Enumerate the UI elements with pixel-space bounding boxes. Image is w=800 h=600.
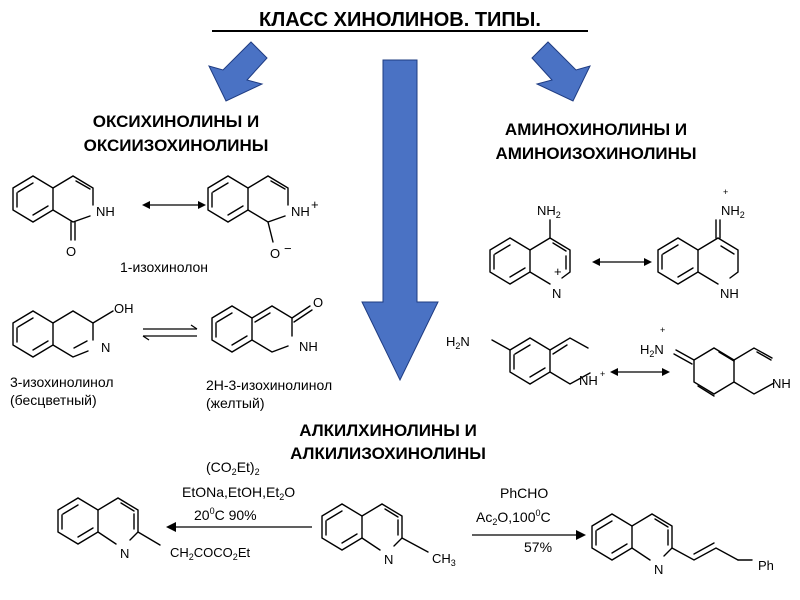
substituent-methyl: CH3	[432, 551, 456, 568]
charge-plus-5: +	[660, 325, 665, 335]
atom-n-quinoline-1: N	[120, 546, 129, 561]
heading-oxy-1: ОКСИХИНОЛИНЫ И	[93, 112, 260, 131]
atom-nh-2: NH	[299, 339, 318, 354]
arrow-left-icon	[208, 41, 268, 102]
heading-alkyl-2: АЛКИЛИЗОХИНОЛИНЫ	[290, 444, 486, 463]
atom-oh: OH	[114, 301, 134, 316]
charge-minus: −	[284, 241, 292, 256]
conditions-left: (CO2Et)2 EtONa,EtOH,Et2O 200C 90%	[182, 459, 295, 523]
heading-amino-1: АМИНОХИНОЛИНЫ И	[505, 120, 687, 139]
structure-4-aminoquinoline: N + NH2	[489, 203, 571, 301]
resonance-arrow-3	[610, 368, 670, 376]
atom-nh: NH	[96, 204, 115, 219]
reaction-arrow-left	[166, 522, 312, 532]
charge-plus: +	[311, 197, 319, 212]
label-h-isoquinolinol-1: 2Н-3-изохинолинол	[206, 377, 332, 393]
atom-n-quinoline-2: N	[384, 552, 393, 567]
atom-h2n-plus: H2N	[640, 342, 664, 359]
atom-nh-4: NH	[772, 376, 791, 391]
atom-o: O	[66, 244, 76, 259]
label-h-isoquinolinol-2: (желтый)	[206, 395, 264, 411]
svg-text:PhCHO: PhCHO	[500, 485, 548, 501]
resonance-arrow-2	[592, 258, 652, 266]
resonance-arrow-1	[142, 201, 206, 209]
reaction-arrow-right	[472, 530, 586, 540]
heading-alkyl-1: АЛКИЛХИНОЛИНЫ И	[299, 421, 477, 440]
charge-plus-3: +	[723, 187, 728, 197]
atom-h2n: H2N	[446, 334, 470, 351]
structure-2-styrylquinoline: N Ph	[591, 513, 774, 577]
atom-nh-3: NH	[720, 286, 739, 301]
charge-plus-4: +	[600, 369, 605, 379]
charge-plus-2: +	[554, 264, 562, 279]
structure-6-aminoisoquinoline-resonance: H2N + NH	[640, 325, 791, 397]
substituent-phenyl: Ph	[758, 558, 774, 573]
atom-o-minus: O	[270, 246, 280, 261]
atom-n-h: N	[552, 286, 561, 301]
atom-nh-plus: NH	[291, 204, 310, 219]
atom-nh2: NH2	[537, 203, 561, 220]
svg-text:(CO2Et)2: (CO2Et)2	[206, 459, 260, 477]
label-isoquinolinol-2: (бесцветный)	[10, 392, 97, 408]
atom-n-quinoline-3: N	[654, 562, 663, 577]
label-isoquinolone: 1-изохинолон	[120, 259, 208, 275]
atom-nh2-plus: NH2	[721, 203, 745, 220]
structure-quinoline-ester: N CH2COCO2Et	[57, 497, 250, 562]
label-isoquinolinol-1: 3-изохинолинол	[10, 374, 114, 390]
structure-3-isoquinolinol: N OH	[12, 301, 134, 358]
atom-n: N	[101, 340, 110, 355]
equilibrium-arrow	[142, 324, 198, 341]
conditions-right: PhCHO Ac2O,1000C 57%	[476, 485, 552, 555]
atom-nh-plus-2: NH	[579, 373, 598, 388]
heading-amino-2: АМИНОИЗОХИНОЛИНЫ	[495, 144, 696, 163]
svg-text:200C 90%: 200C 90%	[194, 506, 257, 523]
slide-title: КЛАСС ХИНОЛИНОВ. ТИПЫ.	[259, 9, 541, 31]
svg-text:EtONa,EtOH,Et2O: EtONa,EtOH,Et2O	[182, 484, 295, 502]
arrow-down-icon	[361, 59, 439, 382]
arrow-right-icon	[531, 41, 591, 102]
svg-text:Ac2O,1000C: Ac2O,1000C	[476, 508, 551, 527]
structure-2h-3-isoquinolinol: NH O	[211, 295, 323, 354]
structure-4-aminoquinoline-resonance: NH NH2 +	[657, 187, 745, 301]
heading-oxy-2: ОКСИИЗОХИНОЛИНЫ	[84, 136, 269, 155]
structure-isoquinolone-lactam: NH O	[12, 175, 115, 259]
svg-text:57%: 57%	[524, 539, 552, 555]
structure-isoquinolone-zwitterion: NH + O −	[207, 175, 319, 261]
structure-6-aminoisoquinoline: H2N NH +	[446, 334, 605, 388]
atom-o-2: O	[313, 295, 323, 310]
structure-2-methylquinoline: N CH3	[321, 503, 456, 568]
substituent-ester: CH2COCO2Et	[170, 545, 250, 562]
